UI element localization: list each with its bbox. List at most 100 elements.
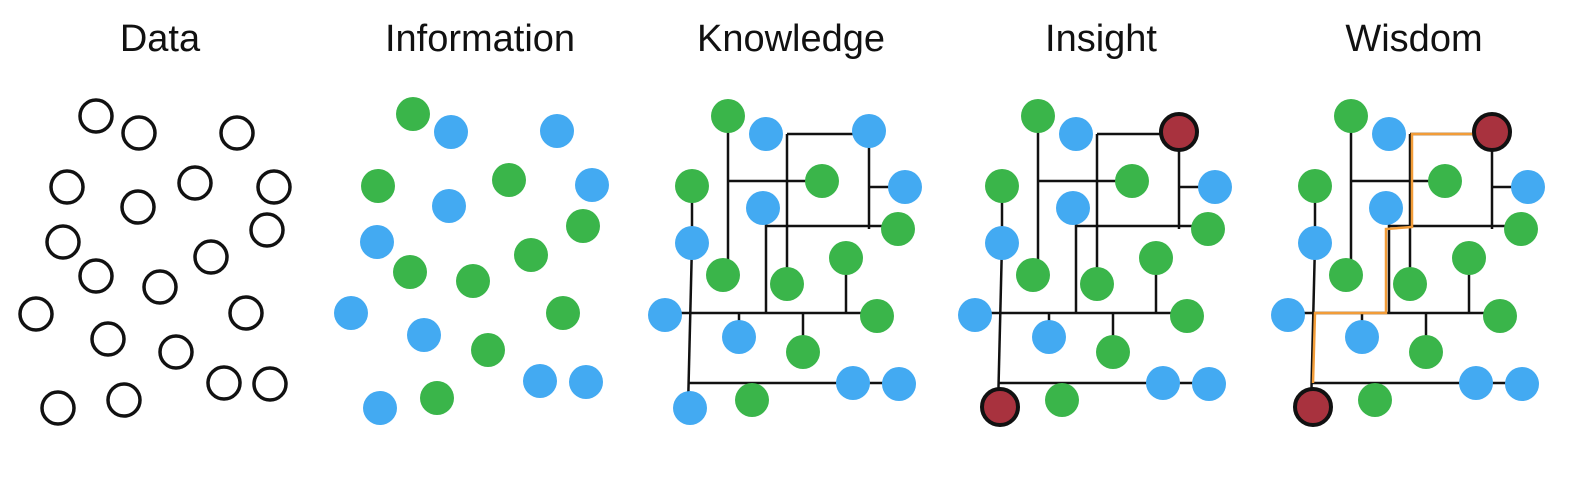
insight-blue-dot [1032,320,1066,354]
data-panel [18,98,292,426]
wisdom-blue-dot [1271,298,1305,332]
knowledge-green-dot [860,299,894,333]
wisdom-source-node [1293,387,1333,427]
data-point [177,165,213,201]
data-point [219,115,255,151]
information-green-dot [492,163,526,197]
knowledge-green-dot [805,164,839,198]
insight-green-dot [1021,99,1055,133]
data-point [249,212,285,248]
information-panel [334,97,609,425]
data-point [90,321,126,357]
knowledge-blue-dot [749,117,783,151]
information-green-dot [420,381,454,415]
knowledge-blue-dot [888,170,922,204]
insight-green-dot [1191,212,1225,246]
insight-green-dot [1016,258,1050,292]
knowledge-edge [686,242,694,409]
data-point [106,382,142,418]
insight-green-dot [985,169,1019,203]
data-point [78,258,114,294]
data-point [18,296,54,332]
knowledge-blue-dot [648,298,682,332]
knowledge-blue-dot [746,191,780,225]
knowledge-blue-dot [836,366,870,400]
knowledge-green-dot [735,383,769,417]
wisdom-blue-dot [1298,226,1332,260]
insight-green-dot [1115,164,1149,198]
wisdom-green-dot [1393,267,1427,301]
panel-title-knowledge: Knowledge [696,18,886,60]
wisdom-blue-dot [1505,367,1539,401]
data-point [158,334,194,370]
insight-blue-dot [1059,117,1093,151]
insight-source-node [980,387,1020,427]
information-blue-dot [360,225,394,259]
insight-green-dot [1096,335,1130,369]
panel-title-insight: Insight [1045,18,1157,60]
wisdom-blue-dot [1372,117,1406,151]
information-blue-dot [569,365,603,399]
information-blue-dot [407,318,441,352]
insight-green-dot [1080,267,1114,301]
panel-title-wisdom: Wisdom [1345,18,1483,60]
information-blue-dot [523,364,557,398]
data-point [78,98,114,134]
insight-green-dot [1170,299,1204,333]
knowledge-green-dot [786,335,820,369]
data-point [142,269,178,305]
wisdom-green-dot [1329,258,1363,292]
data-point [120,189,156,225]
data-point [256,169,292,205]
information-blue-dot [575,168,609,202]
data-point [121,115,157,151]
insight-blue-dot [1192,367,1226,401]
wisdom-green-dot [1334,99,1368,133]
insight-green-dot [1139,241,1173,275]
knowledge-green-dot [881,212,915,246]
data-point [206,365,242,401]
wisdom-edge [1309,242,1317,409]
knowledge-blue-dot [852,114,886,148]
wisdom-blue-dot [1369,191,1403,225]
information-blue-dot [432,189,466,223]
wisdom-target-node [1472,112,1512,152]
wisdom-green-dot [1409,335,1443,369]
data-point [193,239,229,275]
insight-blue-dot [1056,191,1090,225]
information-blue-dot [540,114,574,148]
knowledge-green-dot [770,267,804,301]
information-green-dot [566,209,600,243]
knowledge-green-dot [675,169,709,203]
wisdom-blue-dot [1459,366,1493,400]
information-green-dot [361,169,395,203]
wisdom-green-dot [1358,383,1392,417]
knowledge-panel [648,99,922,425]
knowledge-green-dot [711,99,745,133]
data-point [252,366,288,402]
insight-blue-dot [958,298,992,332]
information-blue-dot [434,115,468,149]
data-point [49,169,85,205]
information-green-dot [456,264,490,298]
information-blue-dot [363,391,397,425]
information-green-dot [396,97,430,131]
insight-edge [996,242,1004,409]
wisdom-panel [1271,99,1545,427]
insight-blue-dot [1198,170,1232,204]
wisdom-path [1311,132,1492,384]
data-point [228,295,264,331]
information-blue-dot [334,296,368,330]
information-green-dot [546,296,580,330]
insight-panel [958,99,1232,427]
knowledge-green-dot [706,258,740,292]
knowledge-blue-dot [722,320,756,354]
insight-target-node [1159,112,1199,152]
insight-green-dot [1045,383,1079,417]
panel-title-data: Data [119,18,201,60]
insight-blue-dot [985,226,1019,260]
knowledge-green-dot [829,241,863,275]
data-point [40,390,76,426]
information-green-dot [471,333,505,367]
